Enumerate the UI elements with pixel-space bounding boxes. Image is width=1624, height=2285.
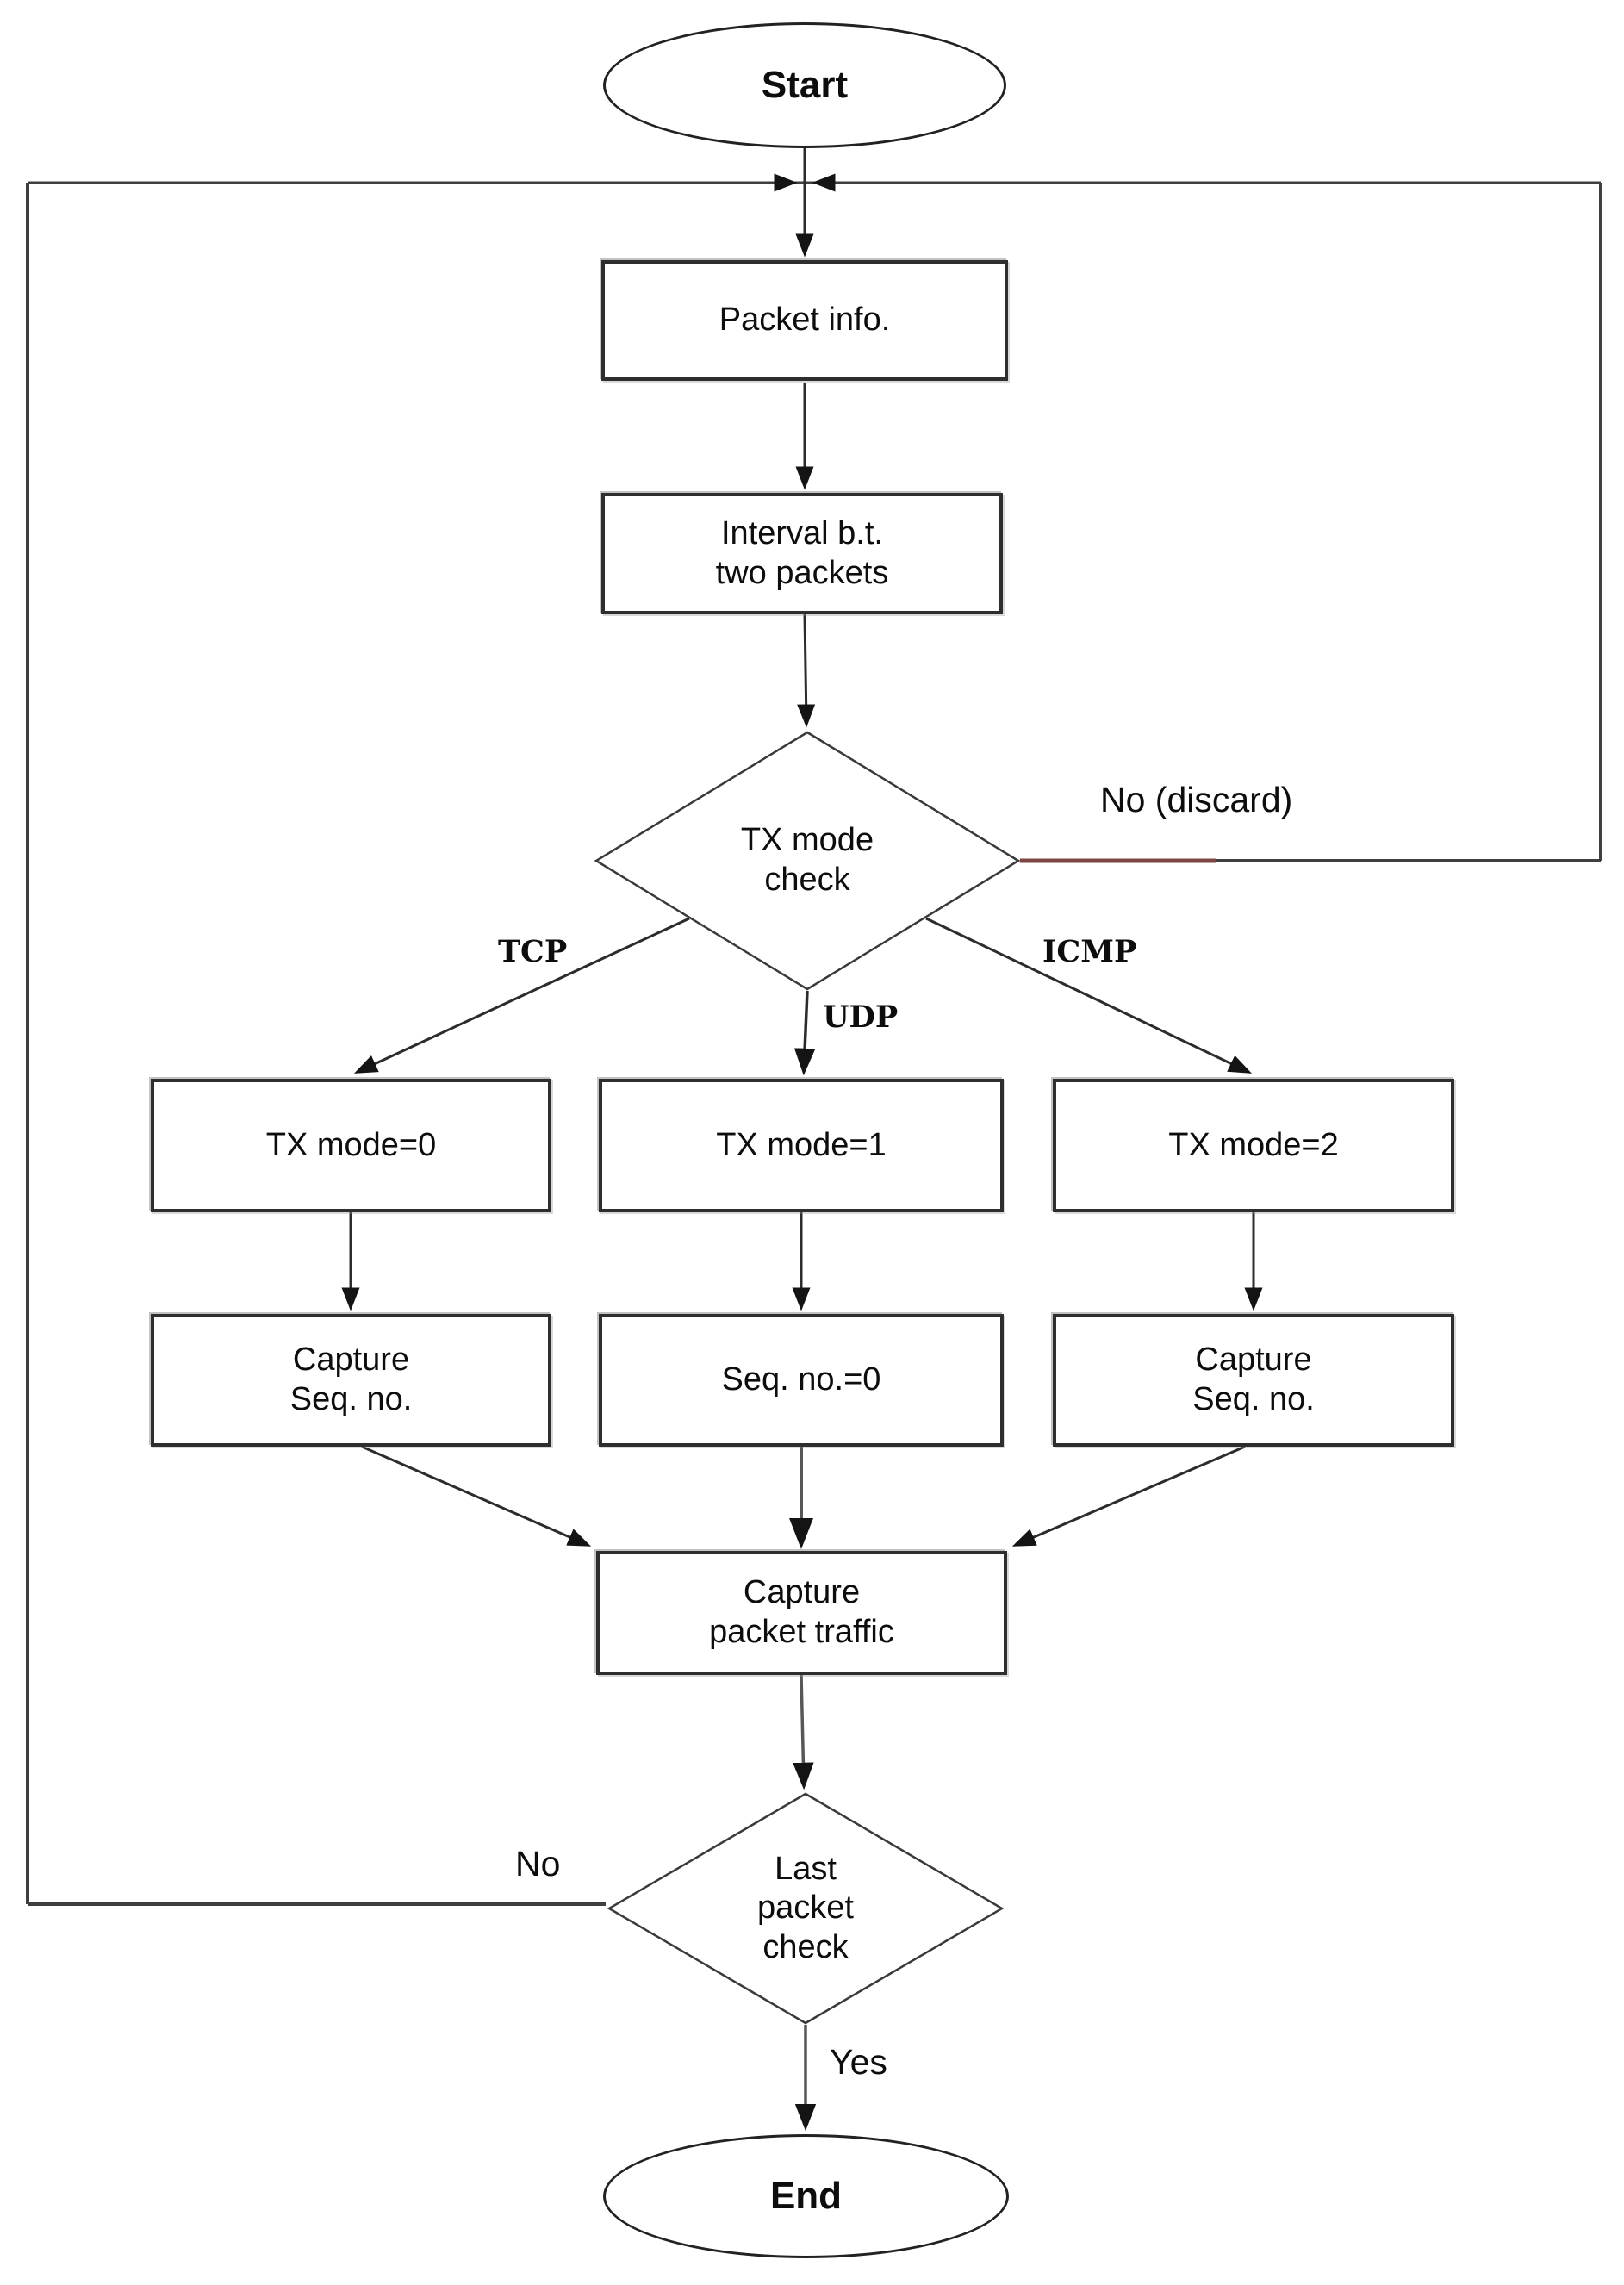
node-tx-mode-1-label: TX mode=1 <box>716 1126 887 1163</box>
node-last-packet-check-label: Last packet check <box>757 1850 854 1965</box>
edge-label-icmp: ICMP <box>1042 934 1137 969</box>
node-start-label: Start <box>761 63 849 106</box>
node-tx-mode-check-label: TX mode check <box>740 822 874 898</box>
node-capture-seq-right: Capture Seq. no. <box>1053 1314 1454 1447</box>
node-capture-seq-right-label: Capture Seq. no. <box>1192 1342 1315 1417</box>
edge-tcp-branch <box>353 917 690 1074</box>
node-tx-mode-check: TX mode check <box>594 731 1020 991</box>
node-interval-label: Interval b.t. two packets <box>715 514 889 591</box>
edge-captureleft-traffic <box>361 1445 592 1547</box>
node-seq-no-0-label: Seq. no.=0 <box>721 1361 881 1398</box>
edge-udp-branch <box>793 990 816 1076</box>
node-capture-seq-left: Capture Seq. no. <box>151 1314 551 1447</box>
node-tx-mode-2-label: TX mode=2 <box>1168 1126 1339 1163</box>
node-tx-mode-2: TX mode=2 <box>1053 1079 1454 1212</box>
node-interval: Interval b.t. two packets <box>601 493 1003 614</box>
edge-icmp-branch <box>925 917 1253 1074</box>
node-seq-no-0: Seq. no.=0 <box>599 1314 1004 1447</box>
node-packet-info: Packet info. <box>601 260 1008 381</box>
node-end-label: End <box>769 2174 843 2217</box>
edge-label-udp: UDP <box>823 999 899 1035</box>
edge-label-yes: Yes <box>830 2042 887 2082</box>
edge-captureright-traffic <box>1011 1445 1246 1547</box>
node-packet-info-label: Packet info. <box>719 302 891 339</box>
tx-mode-check-diamond-shape <box>594 731 1020 991</box>
node-tx-mode-1: TX mode=1 <box>599 1079 1004 1212</box>
last-packet-check-diamond-shape <box>607 1792 1004 2025</box>
edge-label-tcp: TCP <box>498 934 568 969</box>
edge-interval-txcheck <box>797 613 816 728</box>
node-capture-packet-traffic: Capture packet traffic <box>596 1551 1007 1675</box>
edge-label-no: No <box>515 1844 561 1883</box>
node-end: End <box>603 2134 1009 2258</box>
node-start: Start <box>603 22 1006 148</box>
node-capture-seq-left-label: Capture Seq. no. <box>289 1342 413 1417</box>
edge-traffic-lastcheck <box>793 1674 814 1790</box>
node-capture-packet-traffic-label: Capture packet traffic <box>709 1574 894 1650</box>
edge-label-no-discard: No (discard) <box>1100 780 1293 819</box>
node-tx-mode-0-label: TX mode=0 <box>265 1126 437 1163</box>
node-last-packet-check: Last packet check <box>607 1792 1004 2025</box>
node-tx-mode-0: TX mode=0 <box>151 1079 551 1212</box>
